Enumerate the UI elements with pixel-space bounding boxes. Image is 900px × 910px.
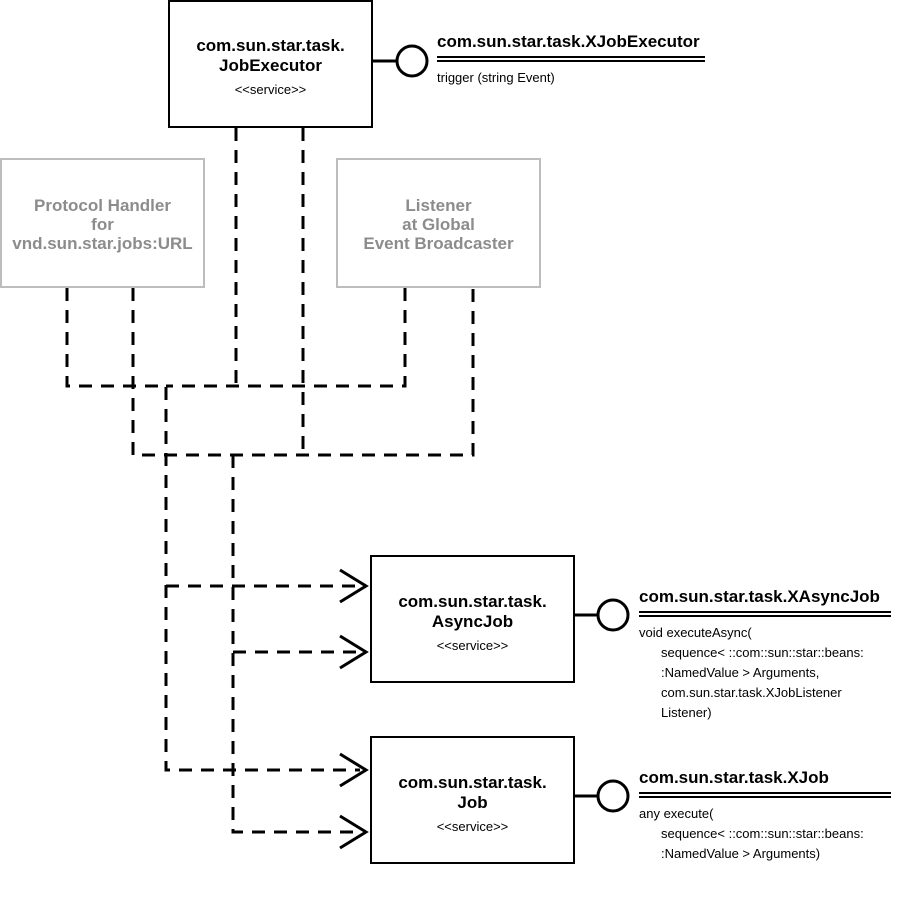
xjob-executor-interface: com.sun.star.task.XJobExecutor trigger (… <box>437 32 705 88</box>
protocol-handler-box[interactable]: Protocol Handler for vnd.sun.star.jobs:U… <box>0 158 205 288</box>
service-stereotype: <<service>> <box>436 819 509 834</box>
arrowhead <box>339 568 369 604</box>
xjob-interface: com.sun.star.task.XJob any execute( sequ… <box>639 768 891 864</box>
service-stereotype: <<service>> <box>436 638 509 653</box>
method-line: void executeAsync( <box>639 625 752 640</box>
dependency-line <box>166 288 407 388</box>
interface-circle <box>596 779 630 813</box>
method-line: :NamedValue > Arguments) <box>661 846 821 861</box>
interface-rule <box>437 60 705 62</box>
interface-circle <box>395 44 429 78</box>
method-line: sequence< ::com::sun::star::beans: <box>661 645 864 660</box>
interface-rule <box>639 611 891 613</box>
interface-rule <box>639 796 891 798</box>
method-line: any execute( <box>639 806 714 821</box>
caller-line3: vnd.sun.star.jobs:URL <box>12 234 193 253</box>
service-name-line2: Job <box>457 793 488 812</box>
service-name-line2: AsyncJob <box>431 612 514 631</box>
event-listener-box[interactable]: Listener at Global Event Broadcaster <box>336 158 541 288</box>
job-service-box[interactable]: com.sun.star.task. Job <<service>> <box>370 736 575 864</box>
method-line: :NamedValue > Arguments, <box>661 665 820 680</box>
service-name-line1: com.sun.star.task. <box>398 592 547 611</box>
caller-line1: Protocol Handler <box>34 196 171 215</box>
interface-name: com.sun.star.task.XJob <box>639 768 829 787</box>
dependency-line <box>231 455 360 834</box>
arrowhead <box>339 634 369 670</box>
service-name-line1: com.sun.star.task. <box>196 36 345 55</box>
async-job-service-box[interactable]: com.sun.star.task. AsyncJob <<service>> <box>370 555 575 683</box>
dependency-line <box>65 288 360 772</box>
interface-name: com.sun.star.task.XJobExecutor <box>437 32 700 51</box>
interface-name: com.sun.star.task.XAsyncJob <box>639 587 880 606</box>
method-line: sequence< ::com::sun::star::beans: <box>661 826 864 841</box>
service-name-line1: com.sun.star.task. <box>398 773 547 792</box>
interface-rule <box>639 615 891 617</box>
caller-line2: for <box>91 215 114 234</box>
interface-rule <box>639 792 891 794</box>
job-executor-service-box[interactable]: com.sun.star.task. JobExecutor <<service… <box>168 0 373 128</box>
interface-rule <box>437 56 705 58</box>
method-line: com.sun.star.task.XJobListener <box>661 685 842 700</box>
dependency-line <box>131 288 475 457</box>
caller-line3: Event Broadcaster <box>363 234 514 253</box>
service-name-line2: JobExecutor <box>219 56 322 75</box>
service-stereotype: <<service>> <box>234 82 307 97</box>
arrowhead <box>339 752 369 788</box>
interface-circle <box>596 598 630 632</box>
caller-line1: Listener <box>405 196 472 215</box>
method-line: Listener) <box>661 705 712 720</box>
xasync-job-interface: com.sun.star.task.XAsyncJob void execute… <box>639 587 891 723</box>
method-line: trigger (string Event) <box>437 70 555 85</box>
arrowhead <box>339 814 369 850</box>
caller-line2: at Global <box>402 215 475 234</box>
